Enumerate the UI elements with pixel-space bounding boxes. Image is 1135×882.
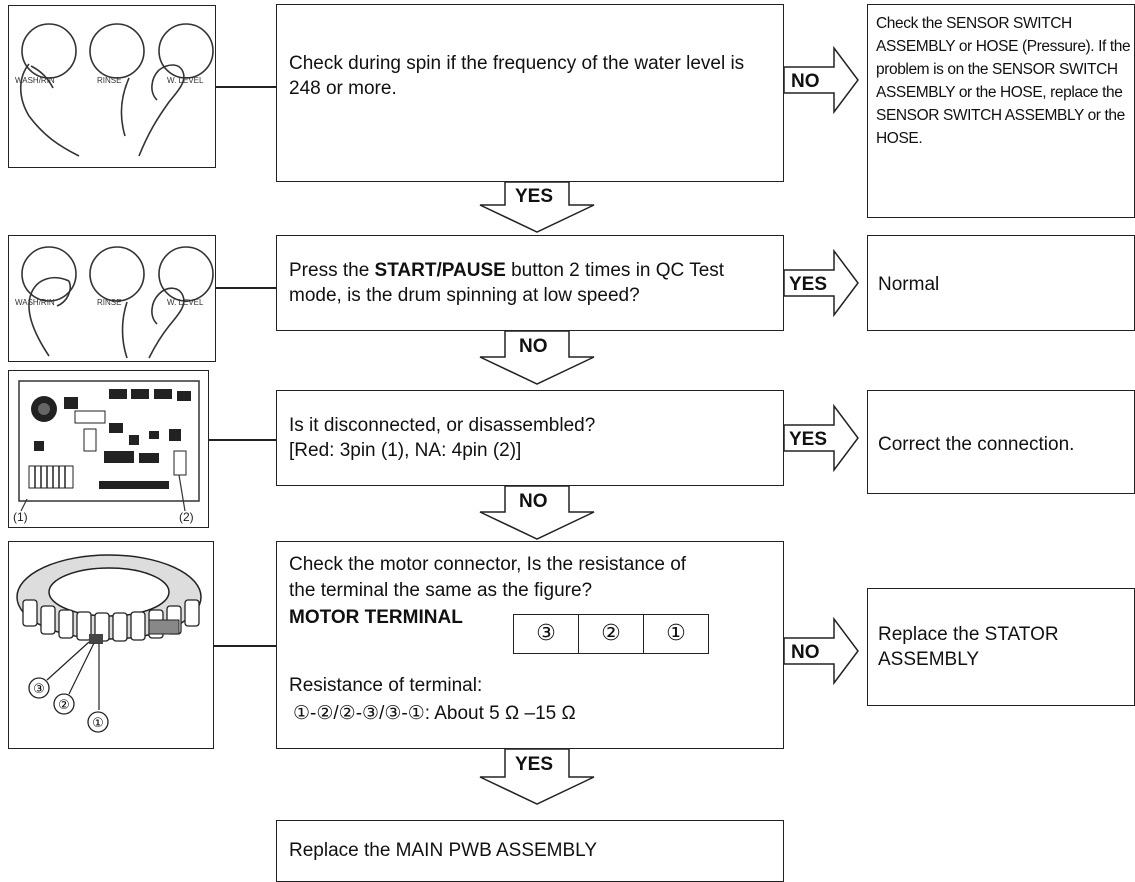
pcb-label-1: (1) [13,510,28,524]
step4-resistance-value: ①-②/②-③/③-①: About 5 Ω –15 Ω [293,703,576,724]
step2-yes-label: YES [789,274,828,295]
step2-question-box: Press the START/PAUSE button 2 times in … [276,235,784,331]
panel2-label-rinse: RINSE [97,298,121,307]
step4-no-label: NO [791,642,820,663]
step1-no-result-box: Check the SENSOR SWITCH ASSEMBLY or HOSE… [867,4,1135,218]
step3-question-line1: Is it disconnected, or disassembled? [289,415,596,436]
stator-label-2: ② [58,698,70,713]
terminal-cell-1: ① [666,620,686,645]
step3-question-line2: [Red: 3pin (1), NA: 4pin (2)] [289,440,522,461]
final-result-box: Replace the MAIN PWB ASSEMBLY [276,820,784,882]
down-arrow-step1 [479,181,595,233]
down-arrow-step4 [479,748,595,805]
stator-label-3: ③ [33,682,45,697]
step3-question-box: Is it disconnected, or disassembled? [Re… [276,390,784,486]
step1-no-result-text: Check the SENSOR SWITCH ASSEMBLY or HOSE… [876,15,1131,147]
connector-line-1 [216,86,276,88]
step4-question-line1: Check the motor connector, Is the resist… [289,554,687,575]
connector-line-4 [214,645,276,647]
step3-no-label: NO [519,491,548,512]
step4-yes-label: YES [515,754,554,775]
panel2-label-wash: WASH/RIN [15,298,55,307]
down-arrow-step2 [479,330,595,385]
stator-illustration: ③ ② ① [8,541,214,749]
pcb-illustration: (1) (2) [8,370,209,528]
pcb-label-2: (2) [179,510,194,524]
right-arrow-step2 [783,248,859,318]
step2-question-prefix: Press the [289,260,375,281]
control-panel-illustration-2: WASH/RIN RINSE W. LEVEL [8,235,216,362]
panel1-label-rinse: RINSE [97,76,121,85]
step1-question-box: Check during spin if the frequency of th… [276,4,784,182]
connector-line-3 [209,439,276,441]
right-arrow-step4 [783,616,859,686]
motor-terminal-table: ③ ② ① [513,614,709,654]
step4-no-result-text: Replace the STATOR ASSEMBLY [878,624,1059,670]
step2-start-pause-label: START/PAUSE [374,260,506,281]
panel-figure-1: WASH/RIN RINSE W. LEVEL [15,23,214,157]
right-arrow-step1 [783,45,859,115]
terminal-cell-3: ③ [514,615,579,653]
down-arrow-step3 [479,485,595,540]
step4-question-box: Check the motor connector, Is the resist… [276,541,784,749]
terminal-cell-2: ② [579,615,644,653]
step2-yes-result-text: Normal [878,274,940,295]
step4-question-line2: the terminal the same as the figure? [289,580,593,601]
step2-no-label: NO [519,336,548,357]
step3-yes-label: YES [789,429,828,450]
stator-label-1: ① [92,716,104,731]
step1-question-text: Check during spin if the frequency of th… [289,53,745,99]
step2-question-suffix: button 2 times in QC Test mode, is the d… [289,260,725,306]
pcb-figure: (1) (2) [13,380,200,524]
panel-figure-2: WASH/RIN RINSE W. LEVEL [15,246,214,359]
control-panel-illustration-1: WASH/RIN RINSE W. LEVEL [8,5,216,168]
right-arrow-step3 [783,403,859,473]
step4-no-result-box: Replace the STATOR ASSEMBLY [867,588,1135,706]
step4-motor-terminal-label: MOTOR TERMINAL [289,607,463,628]
step4-resistance-label: Resistance of terminal: [289,675,483,696]
step3-yes-result-box: Correct the connection. [867,390,1135,494]
step3-yes-result-text: Correct the connection. [878,434,1075,455]
panel1-label-wlevel: W. LEVEL [167,76,204,85]
panel2-label-wlevel: W. LEVEL [167,298,204,307]
step2-yes-result-box: Normal [867,235,1135,331]
stator-figure: ③ ② ① [16,554,202,733]
connector-line-2 [216,287,276,289]
step1-no-label: NO [791,71,820,92]
panel1-label-wash: WASH/RIN [15,76,55,85]
step1-yes-label: YES [515,186,554,207]
final-result-text: Replace the MAIN PWB ASSEMBLY [289,840,597,861]
step2-question-text: Press the START/PAUSE button 2 times in … [289,258,769,308]
